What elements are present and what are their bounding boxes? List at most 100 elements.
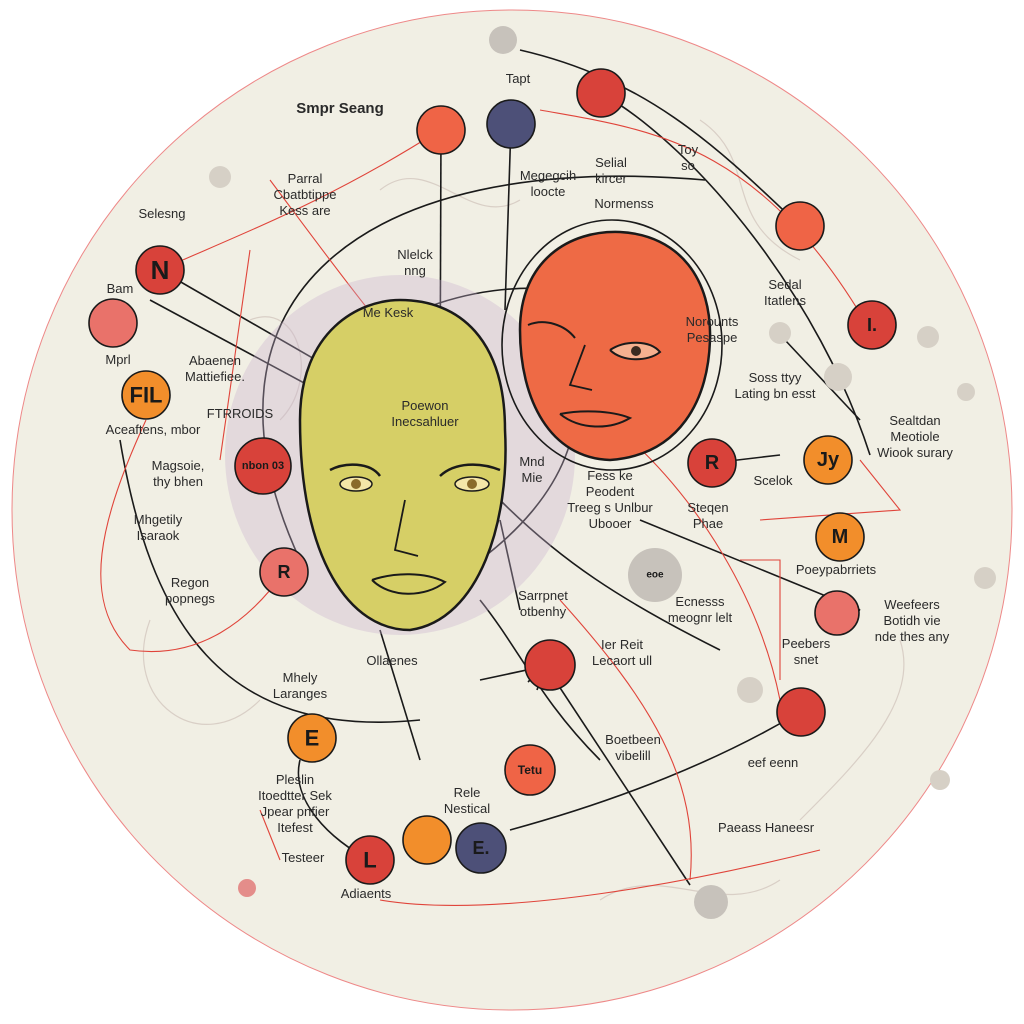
label-group: Testeer (282, 850, 325, 865)
label-text: Magsoie, (152, 458, 205, 473)
label-group: Magsoie,thy bhen (152, 458, 205, 489)
node-letter: L (363, 848, 376, 873)
label-text: Me Kesk (363, 305, 414, 320)
label-text: otbenhy (520, 604, 567, 619)
label-group: Poeypabrriets (796, 562, 877, 577)
node-plain-circle (416, 105, 466, 155)
label-group: Bam (107, 281, 134, 296)
connector-line (504, 123, 512, 311)
connector-line-red (259, 809, 281, 861)
dot (238, 879, 256, 897)
node-letter: Tetu (518, 763, 542, 777)
label-group: Scelok (753, 473, 793, 488)
label-text: popnegs (165, 591, 215, 606)
label-text: kircer (595, 171, 627, 186)
label-text: Peebers (782, 636, 831, 651)
node-m-circle: M (815, 512, 865, 562)
label-text: Cbatbtippe (274, 187, 337, 202)
label-text: Sealtdan (889, 413, 940, 428)
label-text: nng (404, 263, 426, 278)
node-tetu-circle: Tetu (504, 744, 556, 796)
connector-line-red (619, 429, 781, 701)
label-text: Ollaenes (366, 653, 418, 668)
label-text: Poewon (402, 398, 449, 413)
label-text: Botidh vie (883, 613, 940, 628)
node-letter: eoe (646, 570, 664, 581)
node-letter: I. (867, 315, 877, 335)
dot (930, 770, 950, 790)
label-text: Rele (454, 785, 481, 800)
label-text: Mattiefiee. (185, 369, 245, 384)
label-text: Ecnesss (675, 594, 725, 609)
dot (209, 166, 231, 188)
node-eoe-circle: eoe (628, 548, 682, 602)
node-plain-circle (524, 639, 576, 691)
node-r-circle: R (687, 438, 737, 488)
label-text: nde thes any (875, 629, 950, 644)
label-text: Mhely (283, 670, 318, 685)
node-e-circle: E (287, 713, 337, 763)
connector-line (544, 664, 691, 886)
connector-line-red (759, 459, 902, 521)
red-face (501, 219, 723, 471)
node-jy-circle: Jy (803, 435, 853, 485)
connector-line (600, 92, 871, 456)
label-text: Nestical (444, 801, 490, 816)
label-group: Selesng (139, 206, 186, 221)
label-text: Sarrpnet (518, 588, 568, 603)
label-text: Smpr Seang (296, 100, 384, 117)
label-text: Jpear pnfier (261, 804, 330, 819)
background-disc (11, 9, 1013, 1011)
dot (769, 322, 791, 344)
label-group: Smpr Seang (296, 100, 384, 117)
label-group: eef eenn (748, 755, 799, 770)
label-text: Sedal (768, 277, 801, 292)
label-text: Lecaort ull (592, 653, 652, 668)
label-group: Aceaftens, mbor (106, 422, 201, 437)
node-letter: FIL (130, 383, 163, 408)
label-text: Parral (288, 171, 323, 186)
node-plain-circle (489, 26, 517, 54)
connector-line-red (740, 559, 781, 680)
label-text: Lating bn esst (735, 386, 816, 401)
label-group: FTRROIDS (207, 406, 274, 421)
node-plain-circle (576, 68, 626, 118)
node-fil-circle: FIL (121, 370, 171, 420)
label-text: Regon (171, 575, 209, 590)
node-plain-circle (486, 99, 536, 149)
label-group: Mprl (105, 352, 130, 367)
label-text: Meotiole (890, 429, 939, 444)
node-letter: nbon 03 (242, 460, 284, 472)
node-plain-circle (88, 298, 138, 348)
label-text: FTRROIDS (207, 406, 274, 421)
node-plain-circle (402, 815, 452, 865)
node-letter: M (832, 526, 849, 548)
label-text: Normenss (594, 196, 654, 211)
label-text: Itoedtter Sek (258, 788, 332, 803)
connector-line-red (159, 129, 441, 271)
label-text: Steqen (687, 500, 728, 515)
label-text: Selesng (139, 206, 186, 221)
label-text: Fess ke (587, 468, 633, 483)
label-text: so (681, 158, 695, 173)
label-text: Ier Reit (601, 637, 643, 652)
node-letter: R (705, 452, 720, 474)
label-group: Me Kesk (363, 305, 414, 320)
label-text: Bam (107, 281, 134, 296)
label-text: Peodent (586, 484, 635, 499)
label-text: Itefest (277, 820, 313, 835)
connector-line (119, 439, 421, 723)
label-text: Aceaftens, mbor (106, 422, 201, 437)
